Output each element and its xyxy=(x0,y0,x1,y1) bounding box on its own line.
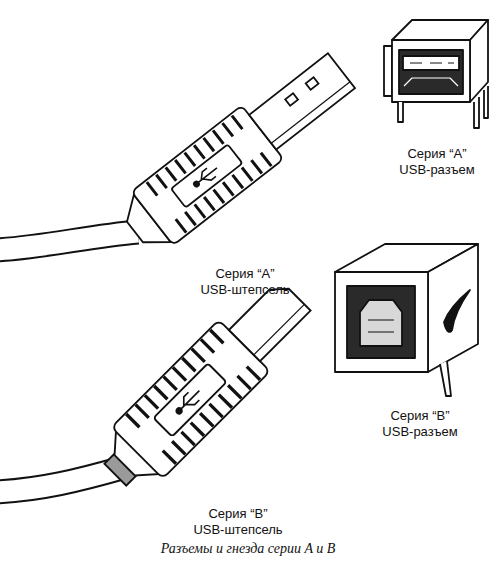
plug-a-part xyxy=(306,77,319,89)
cable-b-part xyxy=(0,468,122,492)
receptacle-a-part xyxy=(404,78,458,86)
plug-a-part-part xyxy=(156,175,195,225)
plug-a-part-part xyxy=(204,138,243,188)
plug-b-part-part xyxy=(126,414,176,464)
receptacle-b-part xyxy=(347,286,415,358)
plug-a-part-part xyxy=(185,153,224,203)
plug-b xyxy=(90,269,321,500)
plug-a-part xyxy=(193,163,221,188)
part-label: Серия “A” USB-штепсель xyxy=(199,266,291,298)
receptacle-a-part xyxy=(403,56,459,70)
plug-b-part-part xyxy=(201,339,251,389)
plug-a xyxy=(114,44,362,259)
cable-a-part xyxy=(0,232,138,250)
receptacle-a-part xyxy=(484,86,488,118)
plug-a-part-part xyxy=(147,182,186,232)
receptacle-b-part xyxy=(368,320,394,332)
plug-a-part xyxy=(147,116,272,233)
receptacle-b-part xyxy=(360,300,402,346)
plug-a-part-part xyxy=(222,123,261,173)
plug-b-part xyxy=(175,407,183,415)
plug-b-part-part xyxy=(164,377,214,427)
plug-a-part-part xyxy=(175,160,214,210)
plug-a-part-part xyxy=(166,167,205,217)
figure-caption: Разъемы и гнезда серии A и B xyxy=(0,540,496,558)
plug-b-part-part xyxy=(136,405,186,455)
receptacle-a-part xyxy=(398,102,403,122)
plug-a-part xyxy=(285,93,298,105)
plug-a-part xyxy=(271,82,350,144)
part-label: Серия “B” USB-штепсель xyxy=(192,506,284,538)
receptacle-a-part xyxy=(399,50,463,94)
plug-a-part xyxy=(193,180,200,187)
receptacle-a-part xyxy=(410,62,454,63)
receptacle-a-part xyxy=(474,97,479,128)
receptacle-b-part xyxy=(440,361,451,396)
receptacle-b-part xyxy=(444,290,470,332)
cable-a-part xyxy=(0,232,138,250)
receptacle-a-part xyxy=(392,40,470,102)
receptacle-a-part xyxy=(384,46,392,96)
plug-b-part xyxy=(126,330,260,464)
receptacle-a xyxy=(384,20,488,128)
cable-b-part xyxy=(0,468,122,492)
plug-b-part-part xyxy=(154,386,204,436)
plug-b-part xyxy=(153,363,226,436)
plug-a-part xyxy=(249,53,355,149)
receptacle-b xyxy=(335,244,478,396)
plug-b-part xyxy=(254,304,305,355)
cable-a xyxy=(0,232,138,250)
part-label: Серия “B” USB-разъем xyxy=(381,408,459,440)
plug-b-part xyxy=(174,386,204,416)
part-label: Серия “A” USB-разъем xyxy=(398,146,476,178)
receptacle-b-part xyxy=(335,272,428,372)
receptacle-b-part xyxy=(428,244,478,372)
plug-a-part-part xyxy=(213,130,252,180)
plug-b-part-part xyxy=(173,367,223,417)
cable-b xyxy=(0,468,122,492)
